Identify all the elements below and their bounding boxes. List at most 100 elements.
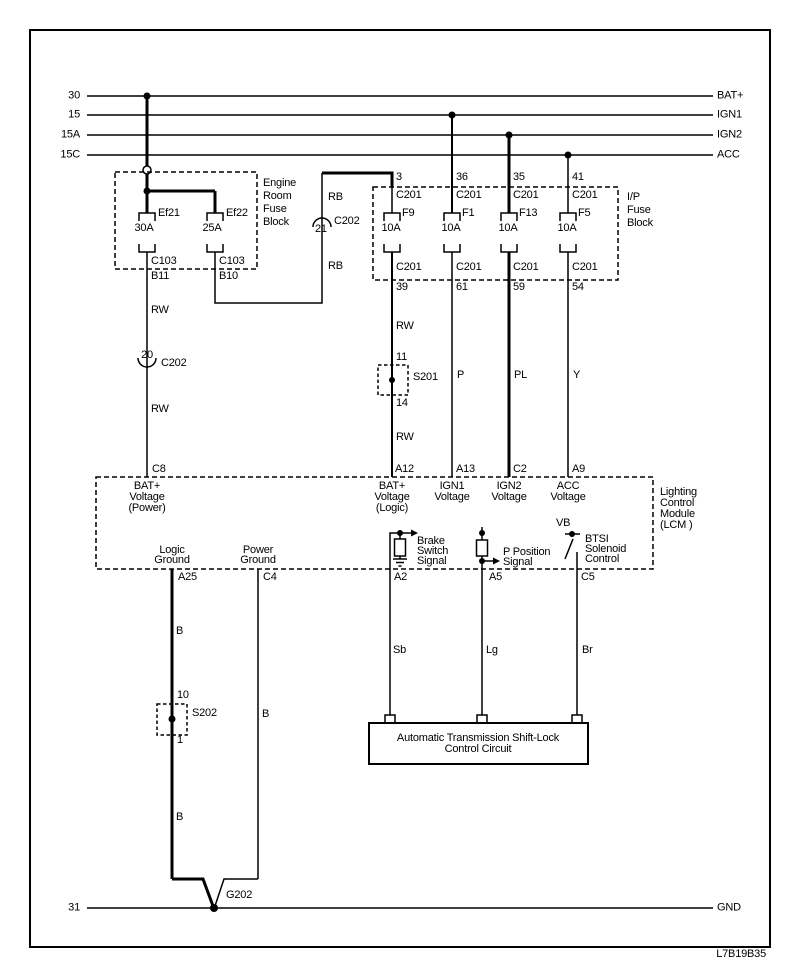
- lcm-ign2-function: IGN2 Voltage: [491, 480, 527, 503]
- splice-s202-dot: [168, 715, 176, 723]
- splice-s202-box: [156, 703, 188, 736]
- connector-c202-21-icon: [312, 217, 332, 228]
- pin-b11-label: B11: [151, 270, 170, 282]
- bus-15-label: 15: [68, 108, 80, 121]
- bus-batplus-label: BAT+: [717, 89, 744, 102]
- terminal-lg-icon: [476, 714, 488, 724]
- fuse-f9-rating: 10A: [381, 222, 401, 234]
- pin-a2-label: A2: [394, 571, 408, 583]
- lcm-power-ground-function: Power Ground: [240, 544, 276, 566]
- junction-dot: [448, 111, 456, 119]
- pin-41-label: 41: [572, 171, 584, 183]
- junction-dot: [479, 530, 485, 536]
- fuse-f13-name: F13: [519, 207, 538, 219]
- bus-30-label: 30: [68, 89, 80, 102]
- lcm-ign1-function: IGN1 Voltage: [434, 480, 470, 503]
- signal-arrow-icon: [411, 529, 418, 537]
- wire-rw-label: RW: [396, 431, 414, 443]
- wire-rb-label: RB: [328, 260, 343, 272]
- pin-61-label: 61: [456, 281, 468, 293]
- ground-funnel-right: [214, 878, 258, 907]
- splice-s202-pin-bottom: 1: [177, 734, 183, 746]
- wire-p-label: P: [457, 369, 465, 381]
- connector-c201-label: C201: [396, 189, 422, 201]
- fuse-f9-name: F9: [402, 207, 415, 219]
- junction-dot: [143, 92, 151, 100]
- splice-s201-box: [377, 364, 409, 396]
- terminal-circle-icon: [142, 165, 152, 175]
- bus-ign1-label: IGN1: [717, 108, 742, 121]
- fuse-f13-rating: 10A: [498, 222, 518, 234]
- splice-s202-pin-top: 10: [177, 689, 189, 701]
- page-border: [29, 29, 771, 948]
- lcm-acc-function: ACC Voltage: [550, 480, 586, 503]
- terminal-sb-icon: [384, 714, 396, 724]
- pin-54-label: 54: [572, 281, 584, 293]
- pin-39-label: 39: [396, 281, 408, 293]
- ground-funnel-left: [172, 877, 215, 907]
- lcm-vb-label: VB: [556, 517, 571, 529]
- pin-35-label: 35: [513, 171, 525, 183]
- ip-fuse-block-box: [372, 186, 619, 281]
- connector-c202-21-name: C202: [334, 215, 360, 227]
- terminal-br-icon: [571, 714, 583, 724]
- btsi-switch-icon: [564, 533, 580, 715]
- lcm-btsi-function: BTSI Solenoid Control: [585, 533, 627, 565]
- wire-b-label: B: [176, 625, 184, 637]
- lcm-batplus-logic-function: BAT+ Voltage (Logic): [374, 480, 410, 514]
- wire-rw-label: RW: [151, 403, 169, 415]
- connector-c201-label: C201: [456, 189, 482, 201]
- connector-c201-label: C201: [513, 189, 539, 201]
- shift-lock-box-label: Automatic Transmission Shift-Lock Contro…: [396, 732, 560, 755]
- lcm-box: [95, 476, 654, 570]
- engine-block-label: Engine Room Fuse Block: [263, 177, 297, 228]
- pin-3-label: 3: [396, 171, 402, 183]
- pin-a5-label: A5: [489, 571, 503, 583]
- fuse-f5-rating: 10A: [557, 222, 577, 234]
- fuse-ef22-rating: 25A: [202, 222, 222, 234]
- bus-15a-label: 15A: [61, 128, 80, 141]
- pin-c2-label: C2: [513, 463, 527, 475]
- connector-c201-label: C201: [456, 261, 482, 273]
- lcm-brake-switch-function: Brake Switch Signal: [417, 535, 449, 567]
- p-position-input-icon: [475, 527, 493, 715]
- pin-a25-label: A25: [178, 571, 197, 583]
- b10-rb-wire: [214, 173, 323, 304]
- pin-c8-label: C8: [152, 463, 166, 475]
- connector-c202-20-name: C202: [161, 357, 187, 369]
- wire-b-label: B: [176, 811, 184, 823]
- ground-g202-label: G202: [226, 889, 253, 901]
- bus-lines: [87, 95, 713, 909]
- connector-c103-label: C103: [151, 255, 177, 267]
- bus-15c-label: 15C: [60, 148, 80, 161]
- doc-code: L7B19B35: [716, 948, 766, 960]
- connector-c201-label: C201: [396, 261, 422, 273]
- connector-c201-label: C201: [513, 261, 539, 273]
- splice-s201-name: S201: [413, 371, 438, 383]
- fuse-f1-name: F1: [462, 207, 475, 219]
- bus-acc-label: ACC: [717, 148, 740, 161]
- junction-dot: [564, 151, 572, 159]
- bus-gnd-label: GND: [717, 901, 741, 914]
- splice-s202-name: S202: [192, 707, 217, 719]
- fuse-f1-rating: 10A: [441, 222, 461, 234]
- shift-lock-box: [368, 722, 589, 765]
- splice-s201-dot: [389, 377, 395, 383]
- bus-ign2-label: IGN2: [717, 128, 742, 141]
- wire-y-label: Y: [573, 369, 581, 381]
- connector-c202-21-pin: 21: [315, 223, 327, 235]
- pin-a13-label: A13: [456, 463, 475, 475]
- junction-dot: [479, 558, 485, 564]
- rb-feed-bold-wire: [322, 171, 394, 187]
- pin-b10-label: B10: [219, 270, 238, 282]
- fuse-f5-name: F5: [578, 207, 591, 219]
- pin-59-label: 59: [513, 281, 525, 293]
- connector-c103-label: C103: [219, 255, 245, 267]
- junction-dot: [505, 131, 513, 139]
- junction-dot: [569, 531, 575, 537]
- pin-c4-label: C4: [263, 571, 277, 583]
- junction-dot: [143, 187, 151, 195]
- wire-rw-label: RW: [151, 304, 169, 316]
